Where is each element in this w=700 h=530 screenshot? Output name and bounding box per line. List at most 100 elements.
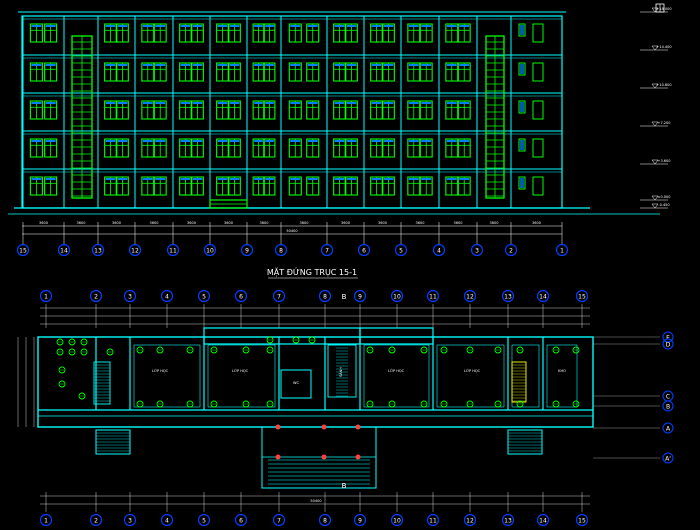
window-glass-top [307, 64, 318, 66]
window-glass-top [155, 140, 166, 142]
plan-axis-bubble-top [272, 289, 286, 303]
plan-axis-label-bottom: 2 [94, 518, 98, 525]
light-fixture [58, 366, 66, 374]
plan-outer-wall [37, 336, 594, 428]
plan-axis-label-bottom: 1 [44, 518, 48, 525]
window-glass-top [446, 102, 457, 104]
plan-axis-label-bottom: 9 [358, 518, 362, 525]
light-fixture [466, 400, 474, 408]
light-fixture [186, 346, 194, 354]
window-glass-top [371, 140, 382, 142]
total-dim: 50400 [286, 229, 297, 233]
level-mark: +14.400 [656, 45, 671, 49]
axis-label: 14 [60, 248, 68, 255]
projection-right [359, 327, 434, 345]
window-glass-top [408, 25, 419, 27]
axis-label: 7 [325, 248, 329, 255]
lobby-lamp [355, 454, 361, 460]
axis-label: 11 [169, 248, 177, 255]
room-label: LỚP HỌC [388, 368, 405, 373]
light-fixture [466, 346, 474, 354]
axis-label: 15 [19, 248, 27, 255]
window-glass-top [459, 25, 470, 27]
level-triangle [651, 159, 659, 165]
window-glass-top [408, 102, 419, 104]
window-glass-top [217, 25, 228, 27]
light-fixture [68, 338, 76, 346]
lobby-lamp [275, 454, 281, 460]
row-label: D [666, 341, 671, 348]
window-small [518, 23, 526, 37]
window-glass-top [229, 25, 240, 27]
internal-stair [511, 361, 527, 403]
level-triangle [651, 83, 659, 89]
window-glass-top [31, 64, 42, 66]
axis-label: 3 [475, 248, 479, 255]
axis-bubble [432, 243, 446, 257]
axis-bubble [203, 243, 217, 257]
room-label: LỚP HỌC [152, 368, 169, 373]
plan-axis-label-bottom: 12 [466, 518, 474, 525]
plan-axis-label-bottom: 4 [165, 518, 169, 525]
level-triangle [651, 195, 659, 201]
row-bubble [662, 422, 674, 434]
light-fixture [420, 346, 428, 354]
window-glass-top [180, 25, 191, 27]
plan-axis-label-top: 7 [277, 294, 281, 301]
glass [520, 102, 524, 112]
window-glass-top [117, 102, 128, 104]
lobby-lamp [355, 424, 361, 430]
bay-dim: 3600 [150, 221, 159, 225]
light-fixture [420, 400, 428, 408]
window-glass-top [45, 102, 56, 104]
plan-total-dim: 50400 [310, 499, 321, 503]
window-glass-top [180, 140, 191, 142]
plan-axis-label-top: 3 [128, 294, 132, 301]
window-glass-top [142, 25, 153, 27]
window-glass-top [155, 102, 166, 104]
window-glass-top [31, 178, 42, 180]
light-fixture [266, 346, 274, 354]
level-mark: +3.600 [658, 159, 671, 163]
axis-bubble [91, 243, 105, 257]
bay-dim: 3600 [532, 221, 541, 225]
plan-axis-label-top: 5 [202, 294, 206, 301]
room-label: WC [293, 381, 299, 385]
window-glass-top [346, 178, 357, 180]
window-glass-top [229, 102, 240, 104]
level-triangle [651, 45, 659, 51]
axis-bubble [166, 243, 180, 257]
room-inner [133, 344, 201, 408]
level-mark: +10.800 [656, 83, 671, 87]
plan-axis-label-bottom: 3 [128, 518, 132, 525]
room-inner [511, 344, 540, 408]
bay-dim: 3600 [77, 221, 86, 225]
light-fixture [572, 346, 580, 354]
level-triangle [651, 7, 659, 13]
plan-axis-label-top: 9 [358, 294, 362, 301]
axis-bubble [16, 243, 30, 257]
window-glass-top [45, 25, 56, 27]
plan-axis-bubble-top [318, 289, 332, 303]
window-glass-top [217, 140, 228, 142]
axis-label: 2 [509, 248, 513, 255]
window-glass-top [45, 64, 56, 66]
plan-axis-label-bottom: 7 [277, 518, 281, 525]
plan-axis-bubble-top [197, 289, 211, 303]
window-glass-top [192, 25, 203, 27]
window-glass-top [105, 178, 116, 180]
section-marker-bottom: B [342, 482, 347, 490]
bay-dim: 3600 [112, 221, 121, 225]
light-fixture [156, 346, 164, 354]
row-bubble [662, 338, 674, 350]
axis-bubble [357, 243, 371, 257]
window-glass-top [307, 102, 318, 104]
projection-center [203, 327, 361, 345]
window-glass-top [421, 140, 432, 142]
level-mark: +7.200 [658, 121, 671, 125]
plan-axis-label-top: 12 [466, 294, 474, 301]
light-fixture [266, 400, 274, 408]
plan-axis-label-bottom: 5 [202, 518, 206, 525]
